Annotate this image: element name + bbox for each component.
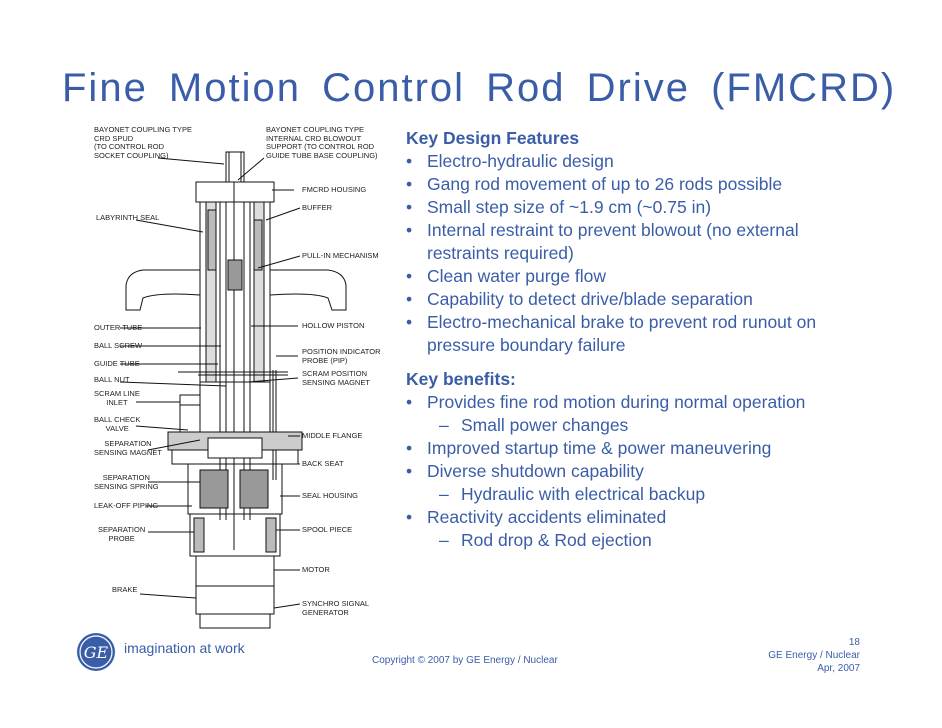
label-pull-in: PULL-IN MECHANISM	[302, 251, 379, 260]
label-back-seat: BACK SEAT	[302, 459, 344, 468]
design-item: Electro-mechanical brake to prevent rod …	[406, 311, 886, 357]
label-motor: MOTOR	[302, 565, 330, 574]
benefit-item: Reactivity accidents eliminated	[406, 506, 886, 529]
label-labyrinth-seal: LABYRINTH SEAL	[96, 213, 160, 222]
label-guide-tube: GUIDE TUBE	[94, 359, 140, 368]
design-item: Gang rod movement of up to 26 rods possi…	[406, 173, 886, 196]
page-number: 18	[848, 637, 860, 648]
design-item: Internal restraint to prevent blowout (n…	[406, 219, 886, 265]
label-brake: BRAKE	[112, 585, 138, 594]
design-item: Small step size of ~1.9 cm (~0.75 in)	[406, 196, 886, 219]
label-leak-off: LEAK-OFF PIPING	[94, 501, 159, 510]
label-buffer: BUFFER	[302, 203, 332, 212]
benefit-item: Improved startup time & power maneuverin…	[406, 437, 886, 460]
slide-title: Fine Motion Control Rod Drive (FMCRD)	[62, 66, 897, 110]
fmcrd-cross-section	[119, 151, 347, 629]
benefit-subitem: Rod drop & Rod ejection	[406, 529, 886, 552]
benefit-subitem: Hydraulic with electrical backup	[406, 483, 886, 506]
benefits-heading: Key benefits:	[406, 369, 516, 389]
page-info: 18 GE Energy / Nuclear Apr, 2007	[768, 636, 860, 675]
benefit-item: Diverse shutdown capability	[406, 460, 886, 483]
label-middle-flange: MIDDLE FLANGE	[302, 431, 363, 440]
label-spool-piece: SPOOL PIECE	[302, 525, 353, 534]
design-heading: Key Design Features	[406, 128, 580, 148]
text-content: Key Design Features Electro-hydraulic de…	[406, 127, 886, 552]
label-outer-tube: OUTER TUBE	[94, 323, 143, 332]
tagline: imagination at work	[124, 640, 245, 656]
label-hollow-piston: HOLLOW PISTON	[302, 321, 365, 330]
design-item: Capability to detect drive/blade separat…	[406, 288, 886, 311]
label-ball-nut: BALL NUT	[94, 375, 130, 384]
svg-text:GE: GE	[84, 643, 109, 662]
benefit-item: Provides fine rod motion during normal o…	[406, 391, 886, 414]
design-item: Clean water purge flow	[406, 265, 886, 288]
copyright: Copyright © 2007 by GE Energy / Nuclear	[372, 655, 558, 666]
benefit-subitem: Small power changes	[406, 414, 886, 437]
design-item: Electro-hydraulic design	[406, 150, 886, 173]
label-seal-housing: SEAL HOUSING	[302, 491, 358, 500]
label-ball-screw: BALL SCREW	[94, 341, 143, 350]
ge-logo-icon: GE	[77, 633, 115, 671]
date: Apr, 2007	[817, 663, 860, 674]
org-name: GE Energy / Nuclear	[768, 650, 860, 661]
label-fmcrd-housing: FMCRD HOUSING	[302, 185, 367, 194]
